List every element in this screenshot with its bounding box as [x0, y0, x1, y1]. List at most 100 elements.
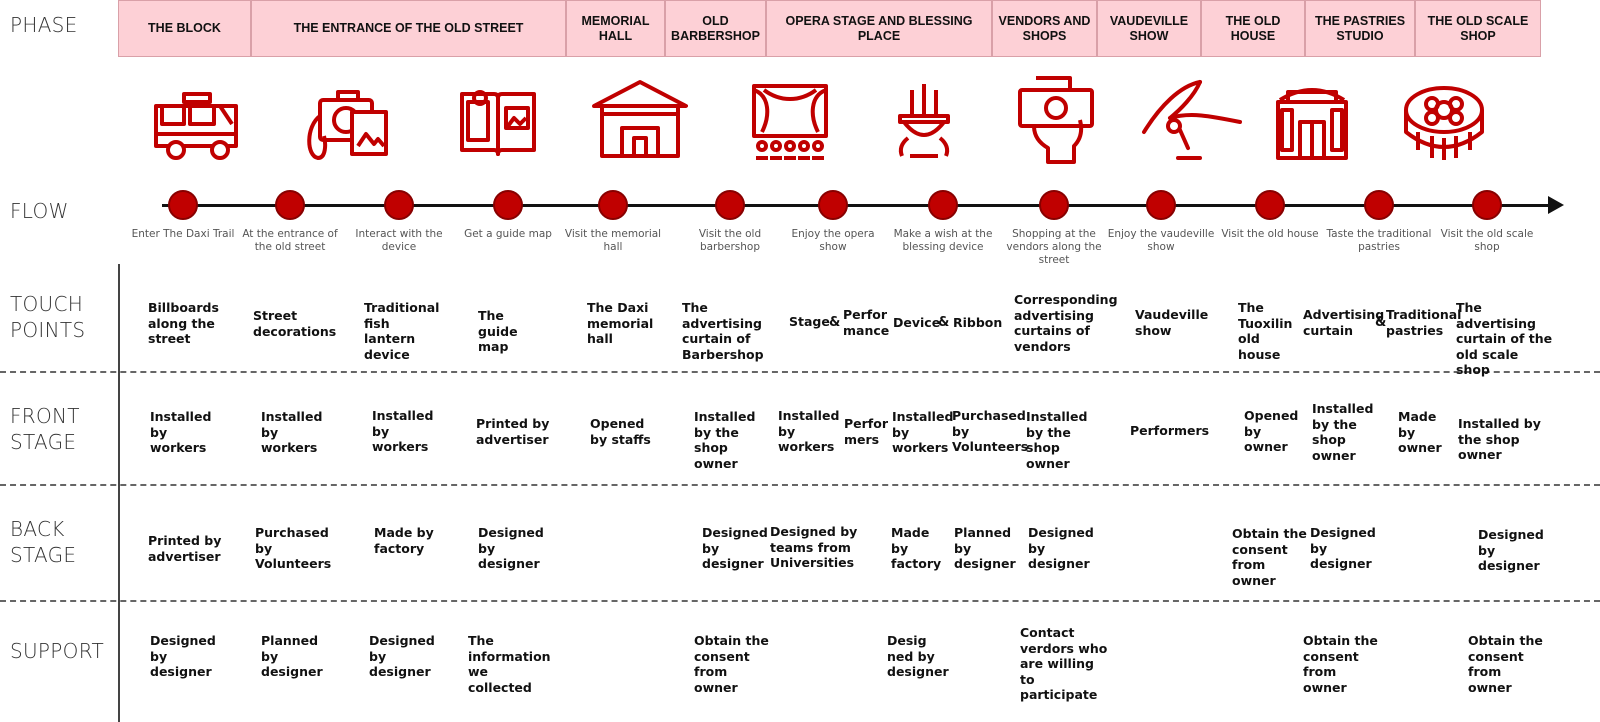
support-item: Obtain the consent from owner	[1303, 633, 1378, 695]
front-stage-item: Installed by workers	[261, 409, 323, 455]
front-stage-item: Installed by the shop owner	[1458, 416, 1541, 462]
phase-cell: THE BLOCK	[118, 0, 251, 57]
front-stage-item: Installed by workers	[778, 408, 840, 454]
guide-map-book-icon	[458, 76, 538, 164]
flow-dot	[384, 190, 414, 220]
phase-cell: THE OLD SCALE SHOP	[1415, 0, 1541, 57]
phase-row-label: PHASE	[10, 13, 78, 37]
flow-step-label: Enjoy the opera show	[791, 228, 875, 253]
support-item: Desig ned by designer	[887, 633, 949, 679]
flow-dot	[1039, 190, 1069, 220]
flow-line	[162, 204, 1552, 207]
front-stage-item: Purchased by Volunteers	[952, 408, 1029, 454]
touch-point: Billboards along the street	[148, 300, 219, 346]
support-item: Obtain the consent from owner	[694, 633, 769, 695]
touch-point: Ribbon	[953, 315, 1003, 330]
support-item: The information we collected	[468, 633, 551, 695]
hand-money-icon	[1016, 76, 1096, 164]
back-stage-item: Printed by advertiser	[148, 533, 222, 564]
touch-point: Advertising curtain	[1303, 307, 1385, 338]
incense-burner-icon	[892, 76, 956, 164]
touch-point: Perfor mance	[843, 307, 890, 338]
back-stage-item: Purchased by Volunteers	[255, 525, 332, 571]
touch-point: Street decorations	[253, 308, 337, 339]
touch-point: The guide map	[478, 308, 518, 354]
row-axis-line	[118, 264, 120, 722]
flow-step-label: Get a guide map	[464, 228, 552, 240]
flow-step-label: Taste the traditional pastries	[1326, 228, 1432, 253]
back-stage-item: Designed by designer	[1310, 525, 1376, 571]
flow-step-label: Visit the old scale shop	[1440, 228, 1534, 253]
support-item: Obtain the consent from owner	[1468, 633, 1543, 695]
row-divider	[0, 600, 1600, 602]
flow-dot	[1255, 190, 1285, 220]
front-stage-item: Installed by workers	[892, 409, 954, 455]
support-item: Designed by designer	[369, 633, 435, 679]
front-stage-item: Installed by the shop owner	[1312, 401, 1374, 463]
front-stage-item: Printed by advertiser	[476, 416, 550, 447]
ampersand: &	[829, 315, 841, 330]
touch-point: Traditional pastries	[1386, 307, 1462, 338]
touch-point: Traditional fish lantern device	[364, 300, 440, 362]
old-house-gate-icon	[1274, 76, 1350, 164]
front-stage-item: Opened by owner	[1244, 408, 1299, 454]
ampersand: &	[938, 315, 950, 330]
flow-arrowhead	[1548, 196, 1564, 214]
touch-point: Corresponding advertising curtains of ve…	[1014, 292, 1118, 354]
flow-dot	[1472, 190, 1502, 220]
front-stage-item: Installed by the shop owner	[1026, 409, 1088, 471]
phase-cell: OLD BARBERSHOP	[665, 0, 766, 57]
flow-step-label: Make a wish at the blessing device	[893, 228, 993, 253]
flow-dot	[928, 190, 958, 220]
phase-cell: VAUDEVILLE SHOW	[1097, 0, 1201, 57]
front-stage-item: Installed by workers	[372, 408, 434, 454]
row-divider	[0, 484, 1600, 486]
phase-cell: MEMORIAL HALL	[566, 0, 665, 57]
flow-dot	[168, 190, 198, 220]
opera-stage-icon	[750, 76, 830, 164]
touch-point: Stage	[789, 314, 830, 329]
row-label-line: STAGE	[10, 430, 77, 454]
memorial-hall-icon	[592, 76, 688, 164]
back-stage-item: Made by factory	[891, 525, 942, 571]
support-item: Planned by designer	[261, 633, 323, 679]
truck-icon	[150, 76, 244, 164]
row-label-line: POINTS	[10, 318, 86, 342]
back-stage-item: Planned by designer	[954, 525, 1016, 571]
flow-step-label: Shopping at the vendors along the street	[1006, 228, 1102, 266]
flow-dot	[715, 190, 745, 220]
row-label-line: FRONT	[10, 404, 80, 428]
back-stage-item: Obtain the consent from owner	[1232, 526, 1307, 588]
support-row-label: SUPPORT	[10, 639, 104, 663]
mooncake-icon	[1402, 76, 1486, 164]
front-stage-item: Performers	[1130, 423, 1210, 438]
touch-point: Vaudeville show	[1135, 307, 1209, 338]
back-stage-item: Designed by designer	[1028, 525, 1094, 571]
front-stage-item: Installed by the shop owner	[694, 409, 756, 471]
back-stage-item: Designed by designer	[702, 525, 768, 571]
touch-point: The advertising curtain of the old scale…	[1456, 300, 1553, 377]
touch-point: The Daxi memorial hall	[587, 300, 654, 346]
flow-step-label: Enjoy the vaudeville show	[1107, 228, 1215, 253]
flow-step-label: Enter The Daxi Trail	[131, 228, 235, 240]
flow-step-label: Visit the old barbershop	[698, 228, 762, 253]
phase-cell: THE OLD HOUSE	[1201, 0, 1305, 57]
flow-step-label: Visit the old house	[1221, 228, 1319, 240]
flow-dot	[1364, 190, 1394, 220]
flow-step-label: Interact with the device	[355, 228, 443, 253]
phase-cell: THE PASTRIES STUDIO	[1305, 0, 1415, 57]
flow-row-label: FLOW	[10, 199, 69, 223]
row-label-line: STAGE	[10, 543, 77, 567]
flow-dot	[818, 190, 848, 220]
flow-dot	[493, 190, 523, 220]
front-stage-item: Opened by staffs	[590, 416, 651, 447]
flow-dot	[1146, 190, 1176, 220]
back-stage-item: Designed by designer	[478, 525, 544, 571]
flow-dot	[275, 190, 305, 220]
front-stage-item: Perfor mers	[844, 416, 888, 447]
flow-step-label: At the entrance of the old street	[242, 228, 338, 253]
support-item: Designed by designer	[150, 633, 216, 679]
